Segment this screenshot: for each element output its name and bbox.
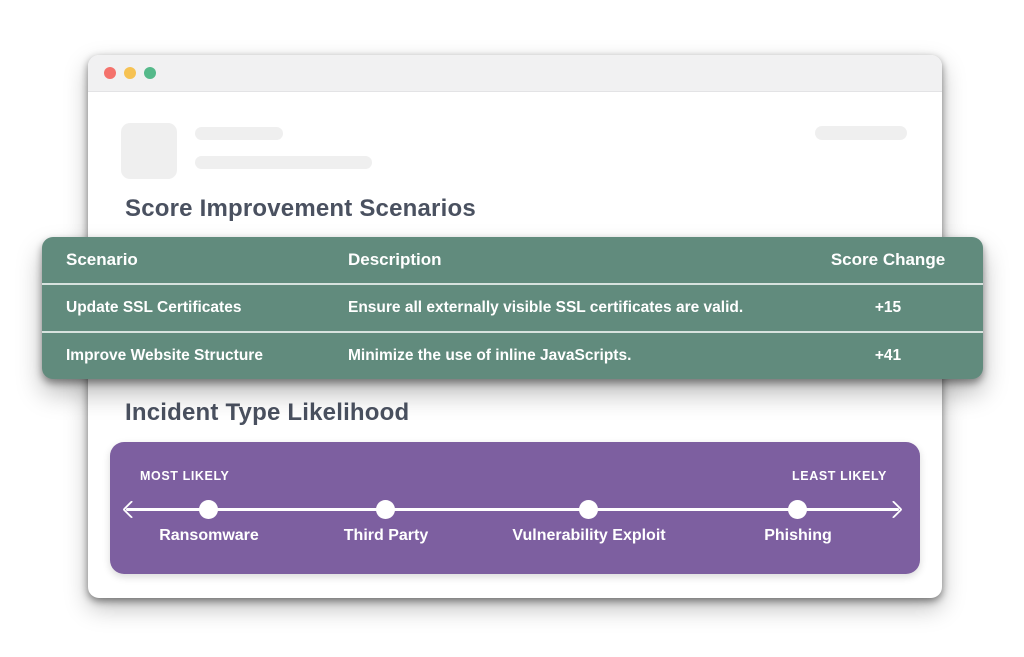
skeleton-avatar [121, 123, 177, 179]
table-header-row: Scenario Description Score Change [42, 237, 983, 283]
maximize-button[interactable] [144, 67, 156, 79]
arrow-right-icon [884, 499, 903, 519]
most-likely-label: MOST LIKELY [140, 469, 230, 483]
cell-scenario: Update SSL Certificates [66, 299, 242, 316]
table-row: Improve Website Structure Minimize the u… [42, 331, 983, 379]
scale-point-marker [788, 500, 807, 519]
scale-point-marker [199, 500, 218, 519]
score-scenarios-title: Score Improvement Scenarios [125, 195, 476, 222]
column-header-score-change: Score Change [830, 250, 946, 269]
skeleton-action-button [815, 126, 907, 140]
column-header-description: Description [348, 250, 442, 269]
least-likely-label: LEAST LIKELY [792, 469, 887, 483]
skeleton-text-line [195, 127, 283, 140]
incident-likelihood-title: Incident Type Likelihood [125, 399, 410, 426]
browser-titlebar [88, 55, 942, 92]
arrow-left-icon [122, 499, 141, 519]
score-scenarios-table: Scenario Description Score Change Update… [42, 237, 983, 379]
skeleton-text-line [195, 156, 372, 169]
likelihood-axis-line [122, 499, 903, 519]
cell-description: Minimize the use of inline JavaScripts. [348, 347, 632, 364]
scale-point-marker [579, 500, 598, 519]
cell-score-change: +41 [874, 347, 902, 364]
scale-item-label: Vulnerability Exploit [512, 527, 666, 544]
cell-score-change: +15 [874, 299, 902, 316]
scale-point-marker [376, 500, 395, 519]
table-row: Update SSL Certificates Ensure all exter… [42, 283, 983, 331]
column-header-scenario: Scenario [66, 250, 138, 269]
scale-item-label: Third Party [343, 527, 429, 544]
incident-likelihood-banner: MOST LIKELY LEAST LIKELY Ransomware Thir… [110, 442, 920, 574]
scale-item-label: Phishing [764, 527, 832, 544]
scale-item-label: Ransomware [159, 527, 259, 544]
minimize-button[interactable] [124, 67, 136, 79]
close-button[interactable] [104, 67, 116, 79]
cell-description: Ensure all externally visible SSL certif… [348, 299, 744, 316]
cell-scenario: Improve Website Structure [66, 347, 263, 364]
